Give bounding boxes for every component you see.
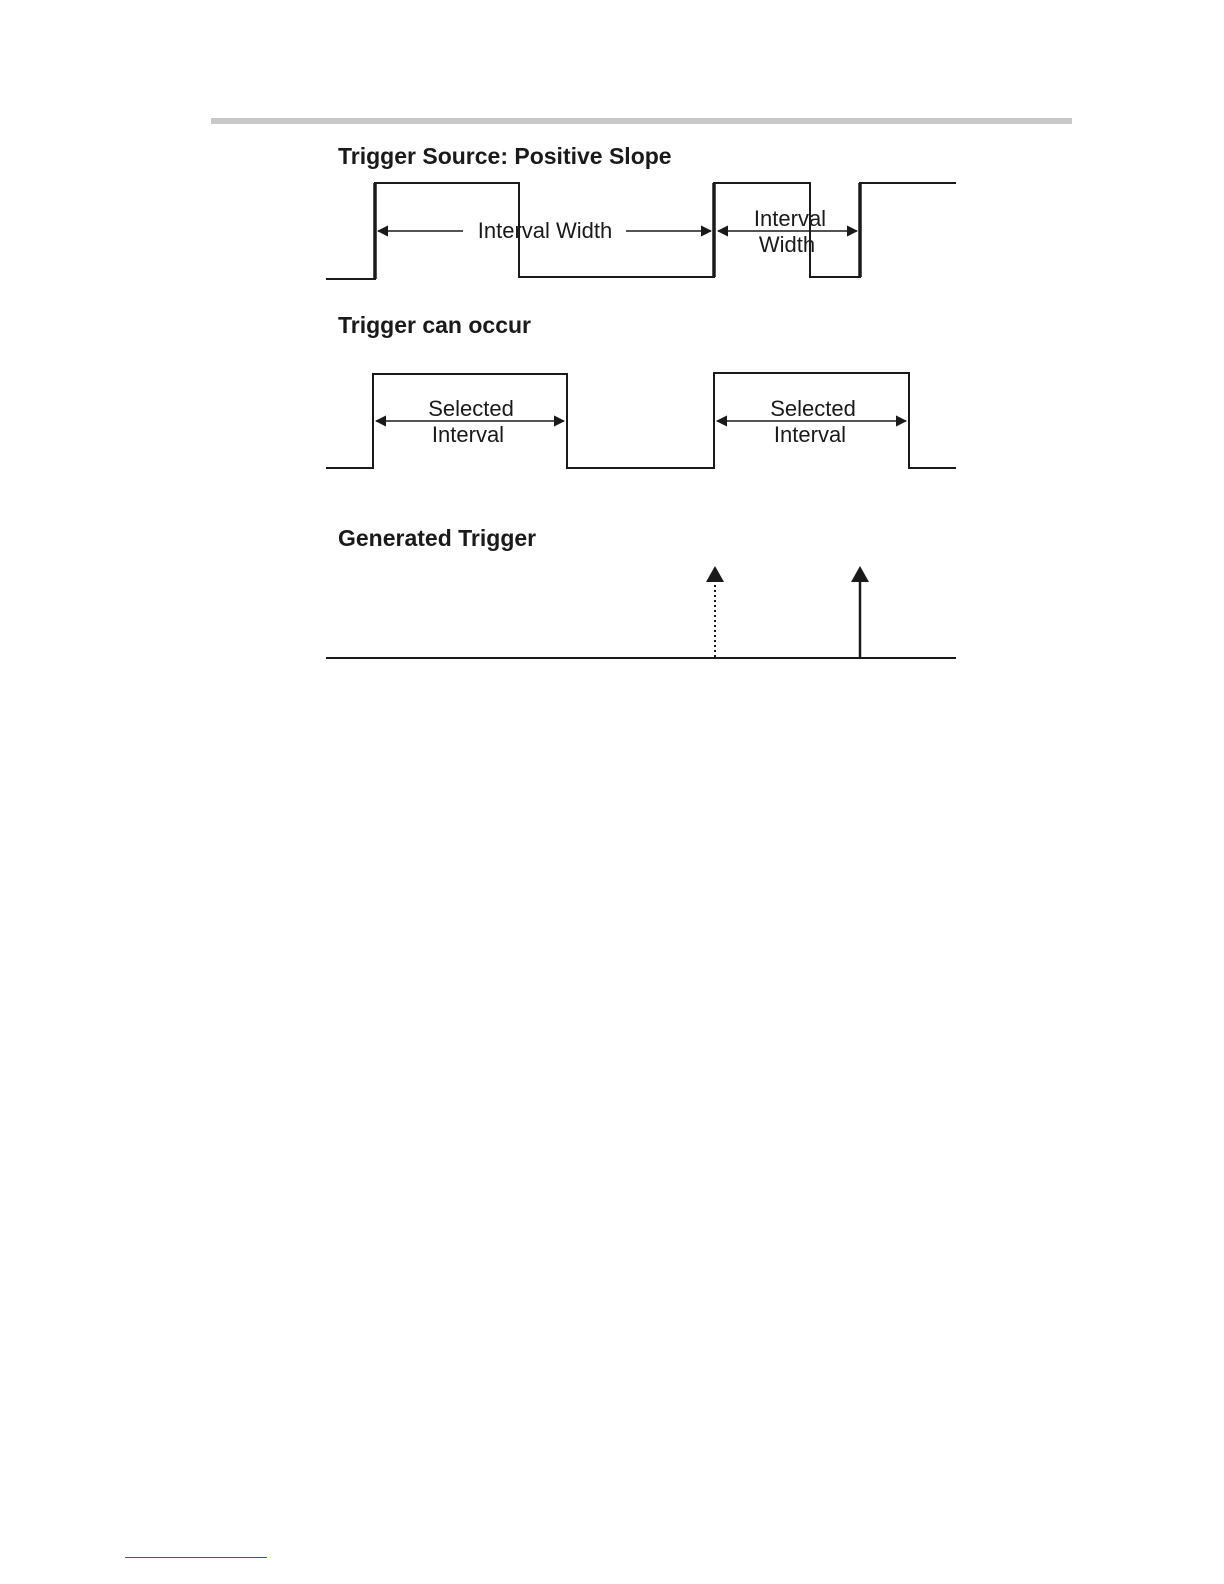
generated-trigger-arrowhead [851,566,869,582]
selected-interval-2-label-2: Interval [774,422,846,447]
selected-interval-2-label-1: Selected [770,396,856,421]
heading-generated-trigger: Generated Trigger [338,525,536,551]
selected-interval-1-label-2: Interval [432,422,504,447]
heading-trigger-can-occur: Trigger can occur [338,312,531,338]
footer-rule [125,1557,267,1558]
interval-width-short-label-2: Width [759,232,815,257]
interval-width-label: Interval Width [478,218,613,243]
selected-interval-1-label-1: Selected [428,396,514,421]
interval-width-short-label-1: Interval [754,206,826,231]
heading-trigger-source: Trigger Source: Positive Slope [338,143,672,169]
possible-trigger-arrowhead [706,566,724,582]
